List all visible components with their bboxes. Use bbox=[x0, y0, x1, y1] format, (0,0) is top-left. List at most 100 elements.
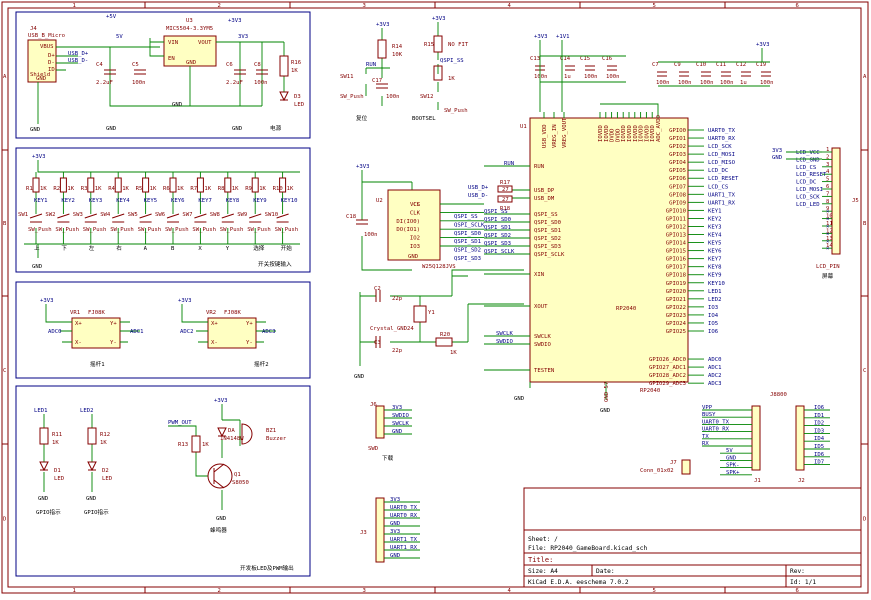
j1-net-3: UART0_TX bbox=[702, 419, 730, 425]
j2-net-2: ID1 bbox=[814, 413, 824, 419]
j3-net-1: 3V3 bbox=[390, 497, 400, 503]
mcu-right-pin-24: GPIO23 bbox=[666, 313, 686, 319]
flash-net-1: QSPI_SS bbox=[454, 214, 478, 220]
flash-section: +3V3 C18 100n U2 W25Q128JVS VCC GND CSQS… bbox=[346, 164, 485, 271]
u2-pin-gnd: GND bbox=[408, 254, 419, 260]
key-switch-7 bbox=[194, 213, 207, 223]
gnd-reg: GND bbox=[172, 102, 183, 108]
led2-net: LED2 bbox=[80, 408, 93, 414]
d1-val: LED bbox=[54, 476, 65, 482]
reg-pin-vout: VOUT bbox=[198, 40, 212, 46]
key-res-ref-5: R5 bbox=[136, 186, 143, 192]
mcu-cap-c10 bbox=[701, 71, 711, 77]
mcu-right-net-30: ADC3 bbox=[708, 381, 721, 387]
tb-sheet: Sheet: / bbox=[528, 536, 558, 543]
mcu-right-net-14: KEY4 bbox=[708, 233, 722, 239]
mcu-pwr-1: +3V3 bbox=[534, 34, 547, 40]
key-res-r5 bbox=[142, 177, 150, 193]
c17-val: 100n bbox=[386, 94, 399, 100]
da-ref: DA bbox=[228, 428, 235, 434]
buzzer-bz1 bbox=[241, 423, 253, 445]
mcu-left-pin-3: USB_DM bbox=[534, 196, 555, 202]
mcu-cap-c15 bbox=[585, 65, 595, 71]
power-section: J4 USB_B_Micro VBUS D+ D- ID GND Shield … bbox=[27, 14, 305, 133]
mcu-right-pin-11: GPIO10 bbox=[666, 208, 686, 214]
mcu-right-pin-13: GPIO12 bbox=[666, 224, 686, 230]
gnd-3v3: GND bbox=[232, 126, 243, 132]
frame-col-top-2: 2 bbox=[218, 3, 221, 9]
key-res-ref-9: R9 bbox=[245, 186, 252, 192]
mcu-right-net-10: UART1_RX bbox=[708, 200, 736, 206]
pwm-net: PWM_OUT bbox=[168, 420, 192, 426]
j5-ref: J5 bbox=[852, 198, 859, 204]
frame-row-right-A: A bbox=[863, 74, 867, 80]
mcu-u1 bbox=[529, 117, 689, 383]
buzzer-caption: 蜂鸣器 bbox=[210, 526, 227, 534]
mcu-cap-ref-c11: C11 bbox=[716, 62, 726, 68]
tb-date: Date: bbox=[596, 568, 615, 575]
mcu-right-pin-30: GPIO29_ADC3 bbox=[649, 381, 686, 387]
j3-net-5: 3V3 bbox=[390, 529, 400, 535]
j1-net-2: BUSY bbox=[702, 412, 716, 418]
key-switch-4 bbox=[112, 213, 125, 223]
lcd-pin-num-6: 6 bbox=[826, 184, 829, 190]
frame-col-top-6: 6 bbox=[796, 3, 799, 9]
r11-val: 1K bbox=[52, 440, 59, 446]
key-res-val-8: 1K bbox=[232, 186, 239, 192]
mcu-right-net-1: UART0_TX bbox=[708, 128, 736, 134]
joy2-caption: 摇杆2 bbox=[254, 360, 269, 368]
key-sw-ref-10: SW10 bbox=[265, 212, 278, 218]
j1-net-7: 5V bbox=[726, 448, 733, 454]
gpio-caption: 开发板LED及PWM输出 bbox=[240, 564, 294, 572]
lcd-net-5: LCD_DC bbox=[796, 180, 816, 186]
key-res-r10 bbox=[279, 177, 287, 193]
lcd-net-2: LCD_GND bbox=[796, 157, 820, 163]
mcu-left-pin-9: QSPI_SCLK bbox=[534, 252, 565, 258]
lcd-pin-num-1: 1 bbox=[826, 147, 829, 153]
gpio-leds bbox=[39, 461, 97, 472]
da-val: 1N4148W bbox=[220, 436, 244, 442]
keys-caption: 开关按键输入 bbox=[258, 260, 292, 268]
mcu-right-pin-21: GPIO20 bbox=[666, 289, 686, 295]
j2-net-3: ID2 bbox=[814, 421, 824, 427]
usb-pin-dm: D- bbox=[48, 60, 55, 66]
gnd-5v: GND bbox=[106, 126, 117, 132]
mcu-right-net-19: KEY9 bbox=[708, 273, 721, 279]
crystal-y1 bbox=[413, 305, 427, 323]
u2-val: W25Q128JVS bbox=[422, 264, 456, 270]
mcu-right-pin-5: GPIO4 bbox=[669, 160, 686, 166]
key-label-6: B bbox=[171, 246, 175, 252]
c3-val: 22p bbox=[392, 348, 403, 354]
usb-shield: Shield bbox=[30, 72, 50, 78]
lcd-pin-num-8: 8 bbox=[826, 199, 830, 205]
mcu-right-net-16: KEY6 bbox=[708, 249, 721, 255]
r18-val: 27 bbox=[502, 197, 509, 203]
flash-u2 bbox=[387, 189, 441, 261]
key-label-5: A bbox=[144, 246, 148, 252]
key-net-3: KEY3 bbox=[89, 198, 102, 204]
key-sw-ref-8: SW8 bbox=[210, 212, 221, 218]
mcu-left-net-11: SWDIO bbox=[496, 339, 513, 345]
mcu-right-net-18: KEY8 bbox=[708, 265, 722, 271]
lcd-pin-num-9: 9 bbox=[826, 206, 829, 212]
key-res-r7 bbox=[196, 177, 204, 193]
mcu-right-net-25: IO5 bbox=[708, 321, 718, 327]
frame-row-left-C: C bbox=[3, 368, 6, 374]
cap-c4 bbox=[104, 69, 116, 75]
mcu-right-net-5: LCD_MISO bbox=[708, 160, 736, 166]
flash-pins: CSQSPI_SSCLKQSPI_SCLKDI(IO0)QSPI_SD0DO(I… bbox=[396, 202, 485, 262]
key-label-1: 上 bbox=[34, 244, 40, 252]
boot-pwr-1: +3V3 bbox=[376, 22, 389, 28]
key-switch-8 bbox=[221, 213, 234, 223]
connector-j2 bbox=[795, 405, 805, 471]
mcu-top-pwr-3: VREG_VOUT bbox=[562, 117, 568, 148]
vr2-val: FJ08K bbox=[224, 310, 241, 316]
sw11-ref: SW11 bbox=[340, 74, 353, 80]
frame-row-right-C: C bbox=[863, 368, 866, 374]
u2-pin-5: IO2 bbox=[410, 236, 420, 242]
r18-ref: R18 bbox=[500, 206, 511, 212]
mcu-right-pin-7: GPIO6 bbox=[669, 176, 686, 182]
r17-val: 27 bbox=[502, 187, 509, 193]
